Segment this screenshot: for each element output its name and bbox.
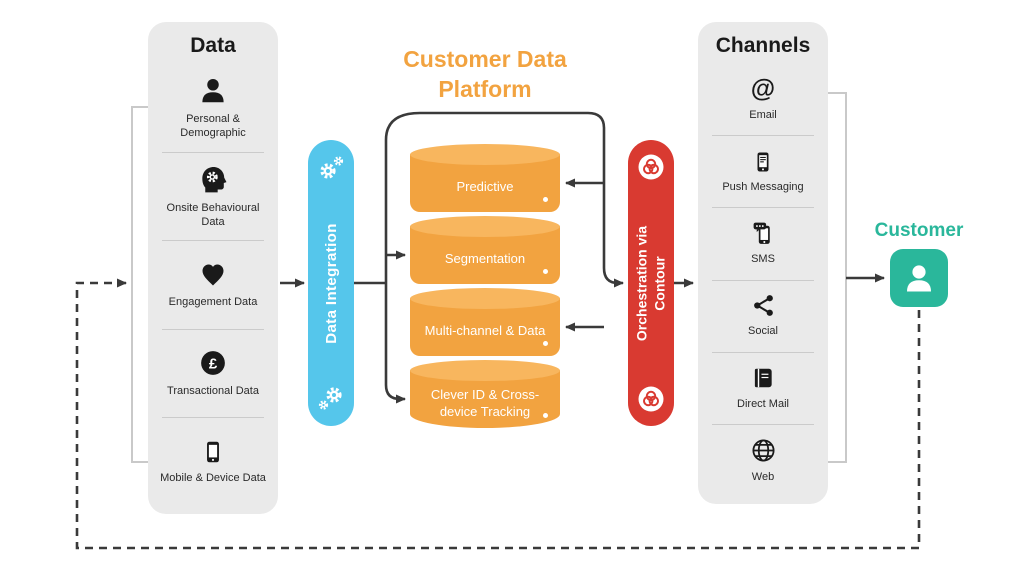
heart-icon: [199, 261, 227, 289]
customer-label: Customer: [874, 220, 964, 241]
channel-item-label: Social: [748, 325, 778, 338]
separator: [712, 279, 814, 281]
gears-icon: [316, 153, 346, 183]
data-item-engagement: Engagement Data: [154, 241, 272, 329]
orchestration-bar: Orchestration via Contour: [628, 140, 674, 426]
cylinder-segmentation: Segmentation: [410, 216, 560, 284]
data-integration-bar: Data Integration: [308, 140, 354, 426]
share-icon: [751, 293, 776, 318]
separator: [712, 351, 814, 353]
svg-text:£: £: [209, 356, 218, 373]
data-item-mobile-device: Mobile & Device Data: [154, 418, 272, 506]
cdp-title: Customer Data Platform: [403, 46, 567, 102]
separator: [162, 417, 264, 419]
push-message-phone-icon: [751, 150, 775, 174]
customer-box: [890, 249, 948, 307]
data-bracket-lines: [131, 106, 148, 463]
data-panel-title: Data: [190, 34, 236, 57]
customer-person-icon: [901, 260, 937, 296]
data-item-label: Onsite Behavioural Data: [166, 202, 260, 229]
cdp-database-stack: Predictive Segmentation Multi-channel & …: [410, 140, 560, 428]
book-icon: [750, 365, 776, 391]
data-item-transactional: £ Transactional Data: [154, 330, 272, 418]
orchestration-label: Orchestration via Contour: [633, 225, 668, 341]
data-integration-label: Data Integration: [322, 222, 340, 344]
separator: [162, 328, 264, 330]
person-icon: [198, 76, 228, 106]
separator: [162, 151, 264, 153]
data-item-label: Personal & Demographic: [180, 112, 246, 139]
contour-logo-icon: [637, 153, 665, 181]
channel-item-label: Push Messaging: [722, 180, 804, 193]
data-item-label: Mobile & Device Data: [160, 472, 266, 485]
data-item-label: Transactional Data: [167, 385, 259, 398]
gears-icon: [316, 383, 346, 413]
channel-item-label: SMS: [751, 253, 775, 266]
channels-panel: Channels @ Email Push Messaging SMS: [698, 22, 828, 504]
head-gear-icon: [197, 163, 229, 195]
channel-item-push-messaging: Push Messaging: [704, 136, 822, 207]
channel-item-social: Social: [704, 281, 822, 352]
channel-item-email: @ Email: [704, 64, 822, 135]
sms-phone-icon: [751, 221, 776, 246]
channels-panel-items: @ Email Push Messaging SMS: [704, 64, 822, 496]
contour-logo-icon: [637, 385, 665, 413]
channels-panel-title: Channels: [715, 34, 811, 57]
data-panel-items: Personal & Demographic Onsite Behavioura…: [154, 64, 272, 506]
channel-item-web: Web: [704, 425, 822, 496]
cylinder-multichannel-data: Multi-channel & Data: [410, 288, 560, 356]
cylinder-clever-id-tracking: Clever ID & Cross-device Tracking: [410, 360, 560, 428]
data-item-onsite-behavioural: Onsite Behavioural Data: [154, 153, 272, 241]
channel-item-sms: SMS: [704, 208, 822, 279]
mobile-phone-icon: [200, 439, 226, 465]
channel-item-direct-mail: Direct Mail: [704, 353, 822, 424]
channel-item-label: Web: [751, 470, 775, 483]
data-item-label: Engagement Data: [168, 295, 258, 308]
data-item-personal-demographic: Personal & Demographic: [154, 64, 272, 152]
at-icon: @: [750, 74, 776, 103]
separator: [162, 240, 264, 242]
channel-item-label: Email: [749, 108, 777, 121]
data-panel: Data Personal & Demographic: [148, 22, 278, 514]
channels-bracket-lines: [828, 92, 847, 463]
customer-feedback-loop-arrow: [75, 278, 921, 550]
cylinder-predictive: Predictive: [410, 144, 560, 212]
globe-icon: [750, 437, 777, 464]
flow-arrows: [280, 111, 885, 404]
separator: [712, 135, 814, 137]
separator: [712, 207, 814, 209]
separator: [712, 423, 814, 425]
channel-item-label: Direct Mail: [737, 398, 789, 411]
pound-coin-icon: £: [198, 348, 228, 378]
